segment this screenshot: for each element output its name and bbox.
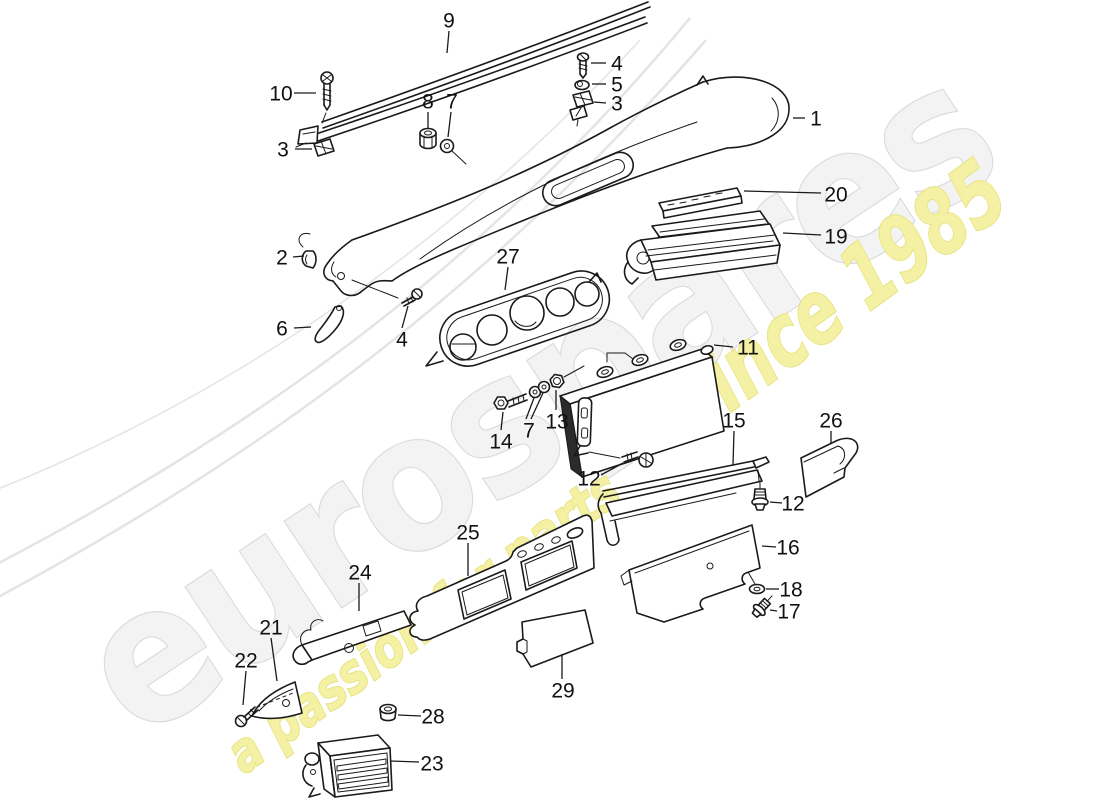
callout-leader-7 (530, 392, 544, 420)
callout-number-25[interactable]: 25 (456, 522, 479, 545)
callout-number-2[interactable]: 2 (276, 247, 288, 270)
callout-leader-17 (769, 609, 778, 612)
callout-leader-22 (242, 670, 247, 706)
part-27-gauge-bezel (425, 270, 611, 367)
part-1-dashboard (298, 75, 790, 297)
callout-number-3[interactable]: 3 (277, 139, 289, 162)
part-26-tray-small (800, 437, 859, 498)
watermark-brand-text: eurospares (42, 23, 1030, 780)
part-2-clip (301, 250, 317, 269)
part-4-screw-top (576, 52, 590, 79)
callout-leader-12 (769, 501, 783, 504)
part-20-pad-strip (658, 187, 743, 219)
callout-number-16[interactable]: 16 (776, 537, 799, 560)
callout-leader-16 (761, 545, 777, 548)
part-5-washer (574, 79, 590, 91)
callout-number-14[interactable]: 14 (489, 431, 513, 454)
part-9-trim-strip (295, 1, 651, 148)
callout-number-6[interactable]: 6 (276, 318, 288, 341)
watermark: eurospares a passion for parts since 198… (0, 17, 1031, 787)
callout-number-26[interactable]: 26 (819, 410, 842, 433)
callout-number-17[interactable]: 17 (777, 601, 800, 624)
callout-leader-27 (504, 266, 509, 291)
part-19-ashtray (623, 210, 781, 285)
callout-leader-4 (401, 305, 409, 329)
callout-leader-9 (446, 30, 450, 54)
callout-leader-12 (600, 462, 624, 476)
callout-number-12[interactable]: 12 (577, 468, 600, 491)
callout-leader-3 (593, 101, 607, 104)
callout-number-3[interactable]: 3 (611, 93, 623, 116)
part-25-switch-panel (409, 514, 595, 641)
part-11-box-unit (559, 338, 725, 479)
part-12-screw-tray (751, 480, 769, 511)
watermark-swoosh-line (0, 39, 707, 598)
callout-number-12[interactable]: 12 (781, 493, 804, 516)
part-18-washer (747, 571, 766, 595)
part-21-trim-wedge (249, 681, 303, 720)
callout-number-23[interactable]: 23 (420, 753, 443, 776)
part-6-trim (314, 305, 345, 344)
callout-number-22[interactable]: 22 (234, 650, 257, 673)
callout-number-15[interactable]: 15 (722, 410, 745, 433)
callout-number-28[interactable]: 28 (421, 706, 444, 729)
callout-number-8[interactable]: 8 (422, 91, 434, 114)
part-7-washer-top (439, 138, 467, 165)
part-14-bolt (493, 393, 528, 410)
watermark-swoosh-line (0, 17, 691, 564)
watermark-swoosh-line (0, 39, 641, 490)
part-29-panel (516, 609, 594, 668)
callout-leader-2 (292, 255, 305, 258)
callout-number-4[interactable]: 4 (396, 329, 408, 352)
callout-number-7[interactable]: 7 (523, 420, 535, 443)
part-10-screw (320, 71, 334, 124)
part-7-washers-mid (528, 380, 551, 399)
part-4-screw-side (351, 279, 423, 307)
callout-number-24[interactable]: 24 (348, 562, 372, 585)
callout-leader-20 (743, 190, 822, 194)
callout-number-13[interactable]: 13 (545, 411, 568, 434)
callout-leader-7 (525, 397, 535, 420)
part-3-clip-left (313, 138, 335, 157)
callout-leader-14 (500, 411, 504, 431)
part-23-air-vent (302, 734, 393, 798)
callout-number-4[interactable]: 4 (611, 53, 623, 76)
callout-leader-11 (713, 344, 734, 348)
callout-number-7[interactable]: 7 (446, 91, 458, 114)
callout-number-9[interactable]: 9 (443, 10, 455, 33)
part-24-trim-panel (292, 610, 412, 666)
callout-leader-7 (447, 111, 452, 138)
callout-number-27[interactable]: 27 (496, 246, 519, 269)
callout-leader-15 (732, 430, 735, 466)
callout-number-18[interactable]: 18 (779, 579, 802, 602)
part-8-nut (419, 127, 437, 150)
callout-leader-6 (293, 326, 312, 329)
part-13-nut (549, 365, 585, 389)
callout-number-20[interactable]: 20 (824, 184, 847, 207)
callout-number-11[interactable]: 11 (737, 337, 759, 360)
callout-leader-23 (389, 760, 420, 763)
part-22-screw (234, 706, 259, 728)
callout-leader-28 (397, 714, 422, 717)
callout-leader-21 (270, 637, 278, 682)
callout-number-19[interactable]: 19 (824, 226, 847, 249)
callout-leader-19 (782, 232, 822, 236)
callout-number-10[interactable]: 10 (269, 83, 292, 106)
callout-number-1[interactable]: 1 (810, 108, 822, 131)
part-17-screw (751, 595, 773, 618)
callout-number-5[interactable]: 5 (611, 74, 623, 97)
part-12-screw-box (621, 451, 654, 468)
callout-number-21[interactable]: 21 (259, 617, 282, 640)
part-28-grommet (379, 703, 397, 722)
callout-number-29[interactable]: 29 (551, 680, 574, 703)
part-3-clip-right (572, 90, 594, 117)
part-15-tray (597, 456, 770, 547)
part-16-glovebox-lid (620, 524, 761, 623)
